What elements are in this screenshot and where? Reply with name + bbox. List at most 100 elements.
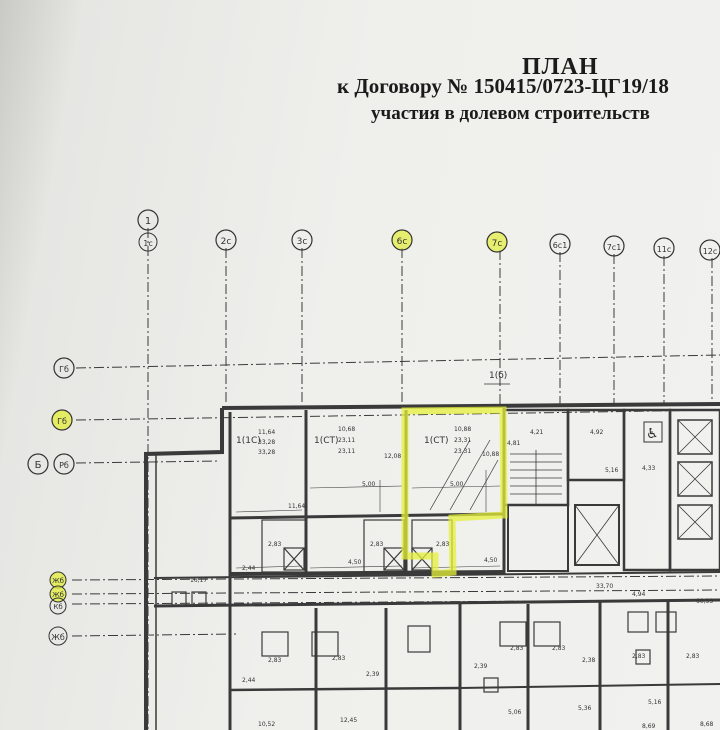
apartment-area: 33,28: [258, 449, 275, 456]
bathroom-fixture: [533, 621, 561, 647]
dimension: 2,83: [552, 645, 566, 652]
column: [171, 591, 187, 607]
axis-bubble: [549, 233, 571, 255]
elevator-cross: [677, 419, 713, 455]
column: [635, 649, 651, 665]
apartment-type: 1(1С): [236, 436, 261, 446]
axis-bubble: [49, 597, 67, 615]
dimension: 2,83: [268, 657, 282, 664]
elevator-cross: [677, 461, 713, 497]
axis-label: Рб: [59, 461, 69, 470]
document-subtitle: к Договору № 150415/0723-ЦГ19/18: [337, 74, 669, 98]
apartment-area: 23,31: [454, 437, 471, 444]
axis-label: 11с: [657, 245, 672, 254]
dimension: 5,16: [605, 467, 619, 474]
dimension: 11,64: [288, 503, 305, 510]
apartment-type: 1(СТ): [424, 436, 449, 446]
dimension: 8,69: [642, 723, 656, 730]
bathroom-fixture: [627, 611, 649, 633]
elevator: [677, 419, 713, 455]
axis-bubble: [27, 453, 49, 475]
section-label: 1(б): [489, 371, 507, 381]
axis-label: Жб: [51, 633, 65, 642]
apartment-area: 33,28: [258, 439, 275, 446]
axis-label: 6с1: [553, 241, 568, 250]
axis-label: 1: [145, 216, 151, 227]
bathroom-fixture: [407, 625, 431, 653]
dimension: 60,53: [696, 598, 713, 605]
column: [483, 677, 499, 693]
axis-label: Гб: [57, 417, 67, 426]
dimension: 10,52: [258, 721, 275, 728]
axis-bubble: [53, 453, 75, 475]
dimension: 4,92: [590, 429, 604, 436]
dimension: 16,17: [190, 577, 207, 584]
elevator: [677, 504, 713, 540]
dimension: 4,33: [642, 465, 656, 472]
bathroom: [261, 519, 307, 573]
column: [191, 591, 207, 607]
axis-label: 7с1: [607, 243, 622, 252]
axis-bubble: [486, 231, 508, 253]
dimension: 5,00: [450, 481, 464, 488]
dimension: 2,83: [632, 653, 646, 660]
outer-wall: [144, 408, 224, 730]
axis-bubble: [291, 229, 313, 251]
dimension: 4,94: [632, 591, 646, 598]
dimension: 2,83: [510, 645, 524, 652]
axis-label: 6с: [397, 237, 408, 247]
apartment-area: 10,68: [338, 426, 355, 433]
dimension: 5,36: [578, 705, 592, 712]
dimension: 5,06: [508, 709, 522, 716]
apartment-highlight: [401, 406, 508, 578]
apartment-area: 23,11: [338, 448, 355, 455]
wall: [229, 686, 461, 692]
stair-lower: [507, 504, 569, 572]
dimension: 10,88: [482, 451, 499, 458]
axis-label: 3с: [297, 237, 308, 247]
axis-bubble: [699, 239, 720, 261]
apartment-area: 11,64: [258, 429, 275, 436]
axis-bubbles: [27, 209, 720, 646]
elevator: [574, 504, 620, 566]
dimension: 4,21: [530, 429, 544, 436]
wheelchair-icon: ♿: [643, 421, 663, 443]
shower: [283, 547, 305, 571]
dimension: 4,50: [348, 559, 362, 566]
elevator-cross: [574, 504, 620, 566]
axis-line: [71, 633, 237, 637]
axis-line: [75, 354, 720, 369]
apartment-area: 23,31: [454, 448, 471, 455]
apartment-type: 1(СТ): [314, 436, 339, 446]
axis-bubble: [138, 232, 158, 252]
axis-bubble: [137, 209, 159, 231]
axis-label: Кб: [53, 603, 62, 611]
dimension: 2,83: [332, 655, 346, 662]
axis-bubble: [653, 237, 675, 259]
axis-label: Жб: [52, 591, 64, 599]
axis-line: [71, 575, 720, 581]
dimension: 2,44: [242, 677, 256, 684]
dimension: 2,39: [474, 663, 488, 670]
elevator-cross: [677, 504, 713, 540]
wall: [228, 600, 670, 730]
axis-label: 2с: [221, 237, 232, 247]
wall: [459, 683, 720, 689]
axis-label: 1с: [143, 239, 153, 248]
dimension: 5,00: [362, 481, 376, 488]
bathroom-fixture: [499, 621, 527, 647]
axis-label: 7с: [492, 239, 503, 249]
axis-bubble: [48, 626, 68, 646]
lift-shafts: [668, 408, 720, 572]
axis-bubble: [391, 229, 413, 251]
dimension: 12,45: [340, 717, 357, 724]
dimension: 2,39: [366, 671, 380, 678]
document-title: ПЛАН: [522, 54, 599, 80]
axis-line: [75, 409, 720, 421]
corridor-wall: [153, 598, 720, 608]
axis-label: Жб: [52, 577, 64, 585]
bathroom-fixture: [655, 611, 677, 633]
bathroom-fixture: [261, 631, 289, 657]
